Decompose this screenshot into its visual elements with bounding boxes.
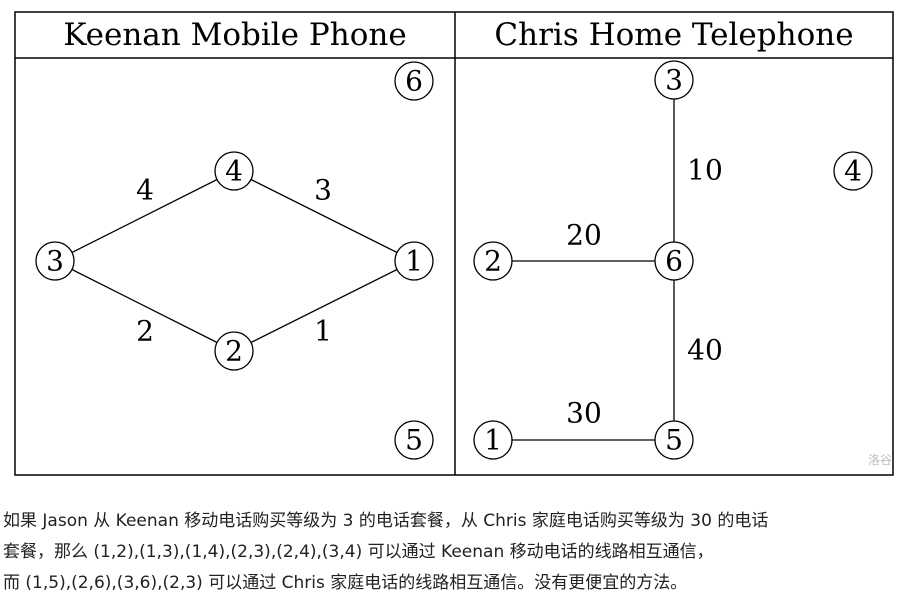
right-node-5: 5: [654, 420, 694, 460]
node-label: 3: [46, 245, 64, 278]
left-edge-3-2: [54, 260, 235, 352]
node-circle: [654, 420, 694, 460]
right-edge-weight-label: 30: [566, 397, 602, 430]
diagram-frame: [14, 11, 894, 476]
right-edge-weight-label: 10: [687, 154, 723, 187]
left-edge-4-1: [233, 170, 415, 262]
node-circle: [654, 241, 694, 281]
node-label: 2: [484, 245, 502, 278]
left-node-1: 1: [394, 241, 434, 281]
right-node-4: 4: [833, 151, 873, 191]
node-label: 3: [665, 64, 683, 97]
node-label: 5: [665, 424, 683, 457]
caption: 如果 Jason 从 Keenan 移动电话购买等级为 3 的电话套餐，从 Ch…: [3, 506, 908, 599]
node-label: 5: [405, 424, 423, 457]
node-circle: [214, 331, 254, 371]
node-circle: [833, 151, 873, 191]
left-node-2: 2: [214, 331, 254, 371]
watermark: 洛谷: [868, 453, 893, 467]
left-panel-title: Keenan Mobile Phone: [63, 17, 406, 53]
node-label: 6: [665, 245, 683, 278]
left-edge-weight-label: 3: [314, 174, 332, 207]
caption-line-1: 如果 Jason 从 Keenan 移动电话购买等级为 3 的电话套餐，从 Ch…: [3, 511, 769, 531]
left-edge-weight-label: 1: [314, 315, 332, 348]
node-label: 2: [225, 335, 243, 368]
node-circle: [214, 151, 254, 191]
left-edge-3-4: [54, 170, 235, 262]
node-circle: [473, 241, 513, 281]
node-label: 1: [405, 245, 423, 278]
right-node-6: 6: [654, 241, 694, 281]
node-label: 4: [225, 155, 243, 188]
left-edge-2-1: [233, 260, 415, 352]
caption-line-2: 套餐，那么 (1,2),(1,3),(1,4),(2,3),(2,4),(3,4…: [3, 542, 714, 562]
node-label: 4: [844, 155, 862, 188]
node-circle: [654, 60, 694, 100]
left-node-3: 3: [35, 241, 75, 281]
right-node-2: 2: [473, 241, 513, 281]
left-node-4: 4: [214, 151, 254, 191]
left-node-6: 6: [394, 61, 434, 101]
node-circle: [473, 420, 513, 460]
right-edge-weight-label: 20: [566, 219, 602, 252]
right-panel-title: Chris Home Telephone: [494, 17, 853, 53]
node-label: 6: [405, 65, 423, 98]
right-node-1: 1: [473, 420, 513, 460]
left-edge-weight-label: 2: [136, 315, 154, 348]
node-circle: [394, 61, 434, 101]
left-edge-weight-label: 4: [136, 174, 154, 207]
node-circle: [35, 241, 75, 281]
caption-line-3: 而 (1,5),(2,6),(3,6),(2,3) 可以通过 Chris 家庭电…: [3, 573, 688, 593]
node-label: 1: [484, 424, 502, 457]
right-edge-weight-label: 40: [687, 334, 723, 367]
node-circle: [394, 241, 434, 281]
phone-network-diagram: Keenan Mobile Phone Chris Home Telephone…: [14, 11, 894, 476]
node-circle: [394, 420, 434, 460]
right-node-3: 3: [654, 60, 694, 100]
left-node-5: 5: [394, 420, 434, 460]
